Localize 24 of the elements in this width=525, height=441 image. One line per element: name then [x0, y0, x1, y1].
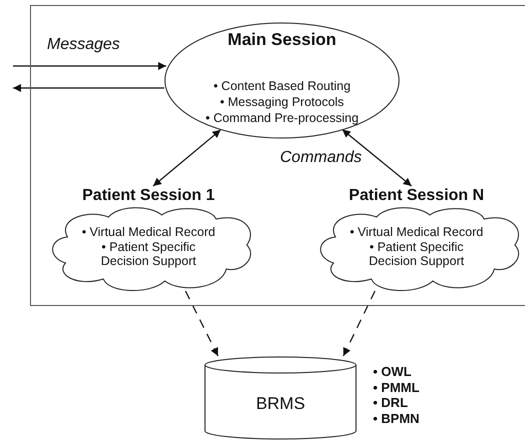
format-list-item: • PMML [373, 380, 420, 394]
bullet-item: • Content Based Routing [212, 79, 352, 94]
node-heading: Patient Session 1 [81, 187, 216, 206]
flow-label: Messages [47, 36, 120, 54]
dashed-arrow [342, 290, 376, 356]
bullet-item: • Patient Specific Decision Support [100, 240, 198, 269]
format-list-item: • DRL [373, 395, 408, 410]
bullet-item: • Virtual Medical Record [348, 225, 484, 240]
container-box [30, 5, 525, 306]
format-list-item: • BPMN [373, 410, 420, 426]
bullet-item: • Virtual Medical Record [80, 225, 216, 240]
double-arrow [342, 129, 412, 186]
arrow [13, 62, 166, 70]
bullet-item: • Patient Specific Decision Support [368, 240, 466, 269]
dashed-arrow [184, 290, 219, 356]
arrow [13, 84, 164, 92]
flow-label: Commands [280, 149, 362, 167]
node-heading: Main Session [226, 30, 338, 50]
format-list-item: • OWL [373, 364, 412, 379]
node-heading: Patient Session N [348, 187, 486, 206]
bullet-item: • Messaging Protocols [219, 95, 345, 110]
double-arrow [152, 129, 222, 186]
bullet-item: • Command Pre-processing [204, 111, 360, 126]
node-label: BRMS [254, 394, 306, 414]
